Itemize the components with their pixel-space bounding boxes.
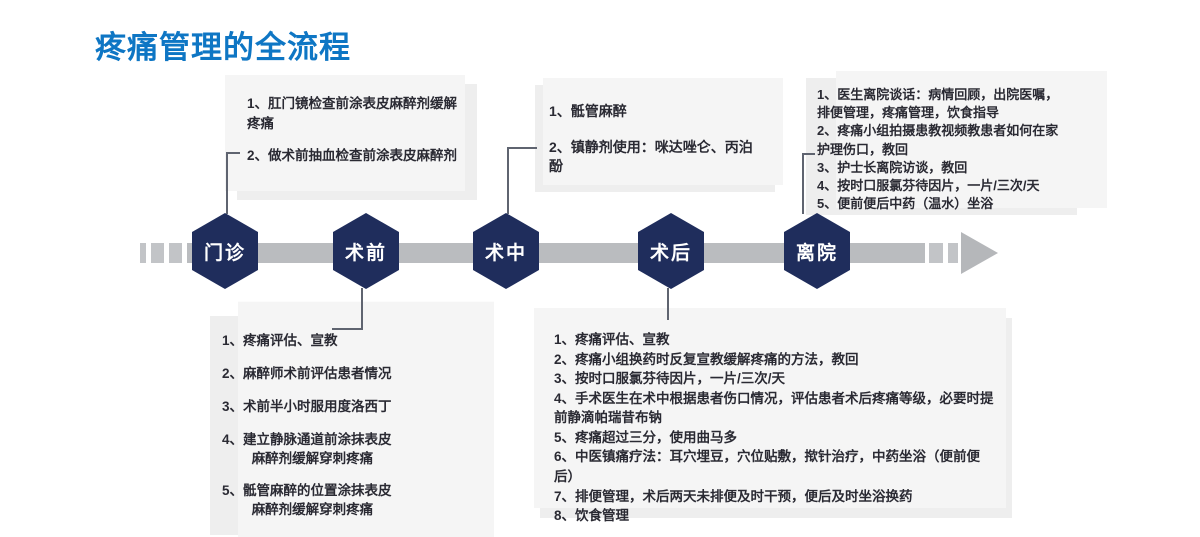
connector-menzhen-vertical xyxy=(226,152,228,214)
timeline-dash xyxy=(948,243,958,263)
connector-shuqian-horizontal xyxy=(332,328,363,330)
note-item: 3、术前半小时服用度洛西丁 xyxy=(222,398,392,414)
stage-hex-shuhou: 术后 xyxy=(638,213,704,289)
notes-box-shuhou: 1、疼痛评估、宣教 2、疼痛小组换药时反复宣教缓解疼痛的方法，教回 3、按时口服… xyxy=(540,318,1012,523)
stage-label-shuhou: 术后 xyxy=(649,242,692,264)
stage-label-menzhen: 门诊 xyxy=(203,242,246,264)
note-item: 4、按时口服氯芬待因片，一片/三次/天 xyxy=(817,177,1040,193)
note-item: 5、骶管麻醉的位置涂抹表皮 麻醉剂缓解穿刺疼痛 xyxy=(222,483,392,518)
timeline-dash xyxy=(140,243,146,263)
note-item: 4、建立静脉通道前涂抹表皮 麻醉剂缓解穿刺疼痛 xyxy=(222,431,392,466)
connector-menzhen-horizontal xyxy=(226,152,240,154)
note-item: 2、镇静剂使用：咪达唑仑、丙泊酚 xyxy=(549,138,753,175)
stage-hex-shuzhong: 术中 xyxy=(473,213,539,289)
stage-hex-shuqian: 术前 xyxy=(333,213,399,289)
note-item: 5、疼痛超过三分，使用曲马多 xyxy=(554,429,738,445)
note-item: 6、中医镇痛疗法：耳穴埋豆，穴位贴敷，揿针治疗，中药坐浴（便前便后） xyxy=(554,449,981,484)
note-item: 1、医生离院谈话：病情回顾，出院医嘱，排便管理，疼痛管理，饮食指导 xyxy=(817,87,1059,121)
stage-label-shuqian: 术前 xyxy=(344,242,387,264)
notes-box-shuqian: 1、疼痛评估、宣教 2、麻醉师术前评估患者情况 3、术前半小时服用度洛西丁 4、… xyxy=(210,316,466,535)
notes-box-shuzhong: 1、骶管麻醉 2、镇静剂使用：咪达唑仑、丙泊酚 xyxy=(535,85,775,192)
note-item: 5、便前便后中药（温水）坐浴 xyxy=(817,196,994,212)
connector-shuzhong-horizontal xyxy=(507,147,537,149)
timeline-dash xyxy=(929,243,943,263)
stage-label-liyuan: 离院 xyxy=(795,242,838,264)
note-item: 2、疼痛小组换药时反复宣教缓解疼痛的方法，教回 xyxy=(554,351,859,367)
note-item: 4、手术医生在术中根据患者伤口情况，评估患者术后疼痛等级，必要时提前静滴帕瑞昔布… xyxy=(554,390,994,426)
note-item: 1、疼痛评估、宣教 xyxy=(222,333,338,348)
connector-shuzhong-vertical xyxy=(507,147,509,214)
note-item: 3、护士长离院访谈，教回 xyxy=(817,159,968,175)
stage-hex-liyuan: 离院 xyxy=(784,213,850,289)
note-item: 2、麻醉师术前评估患者情况 xyxy=(222,365,392,381)
note-item: 7、排便管理，术后两天未排便及时干预，便后及时坐浴换药 xyxy=(554,488,913,504)
note-item: 1、骶管麻醉 xyxy=(549,103,627,119)
notes-box-liyuan: 1、医生离院谈话：病情回顾，出院医嘱，排便管理，疼痛管理，饮食指导 2、疼痛小组… xyxy=(806,78,1077,215)
note-item: 3、按时口服氯芬待因片，一片/三次/天 xyxy=(554,371,786,387)
stage-hex-menzhen: 门诊 xyxy=(192,213,258,289)
connector-liyuan-vertical xyxy=(802,153,804,214)
page-title: 疼痛管理的全流程 xyxy=(95,30,351,65)
connector-liyuan-horizontal xyxy=(802,153,815,155)
note-item: 8、饮食管理 xyxy=(554,508,630,524)
note-item: 2、疼痛小组拍摄患教视频教患者如何在家护理伤口，教回 xyxy=(817,123,1059,157)
timeline-dash xyxy=(169,243,182,263)
connector-shuhou-vertical xyxy=(667,288,669,320)
timeline-arrow-icon xyxy=(961,232,998,274)
notes-box-menzhen: 1、肛门镜检查前涂表皮麻醉剂缓解 疼痛 2、做术前抽血检查前涂表皮麻醉剂 xyxy=(237,84,477,200)
note-item: 2、做术前抽血检查前涂表皮麻醉剂 xyxy=(247,148,458,164)
timeline-dash xyxy=(151,243,164,263)
note-item: 1、肛门镜检查前涂表皮麻醉剂缓解 疼痛 xyxy=(247,96,458,131)
connector-shuqian-vertical xyxy=(361,288,363,330)
stage-label-shuzhong: 术中 xyxy=(484,242,527,264)
note-item: 1、疼痛评估、宣教 xyxy=(554,332,670,347)
